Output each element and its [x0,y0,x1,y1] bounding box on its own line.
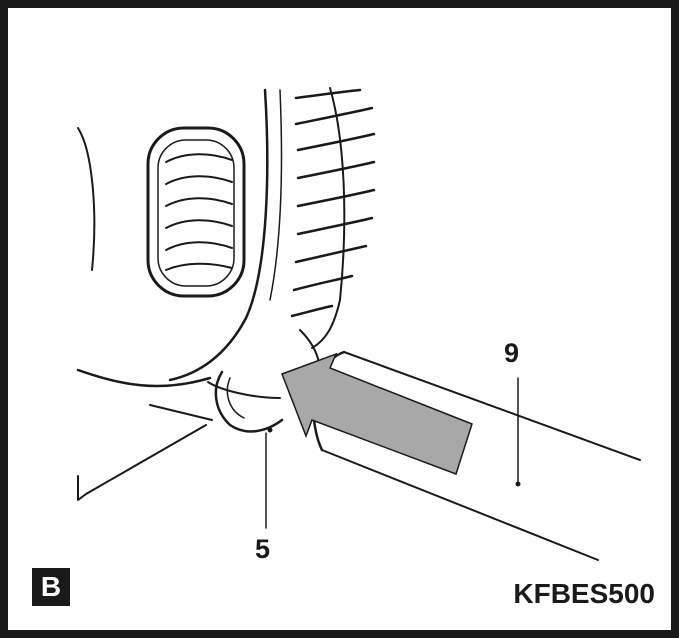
housing-bottom-edge [76,368,212,388]
model-number: KFBES500 [513,578,655,609]
insertion-arrow [281,352,473,475]
housing-inner-curve [269,89,283,301]
tube-bottom-line [321,449,599,561]
side-grille-frame [146,126,246,298]
inlet-opening-inner [226,377,245,419]
callout-9: 9 [504,338,520,368]
rear-vent-edge [311,87,346,349]
inlet-opening-outer [214,370,284,433]
housing-lower-line [149,404,213,421]
inlet-rim [207,381,281,399]
part-5-dot [267,427,273,433]
housing-left-edge [77,127,96,271]
figure-badge: B [32,568,70,606]
callout-5: 5 [255,534,271,564]
rear-vent-ribs [290,88,376,318]
tube-top-line [343,351,641,461]
stand-leg [77,424,207,501]
side-grille-inner [157,139,235,287]
side-grille-slats [165,153,233,271]
housing-rear-curve [168,88,269,382]
